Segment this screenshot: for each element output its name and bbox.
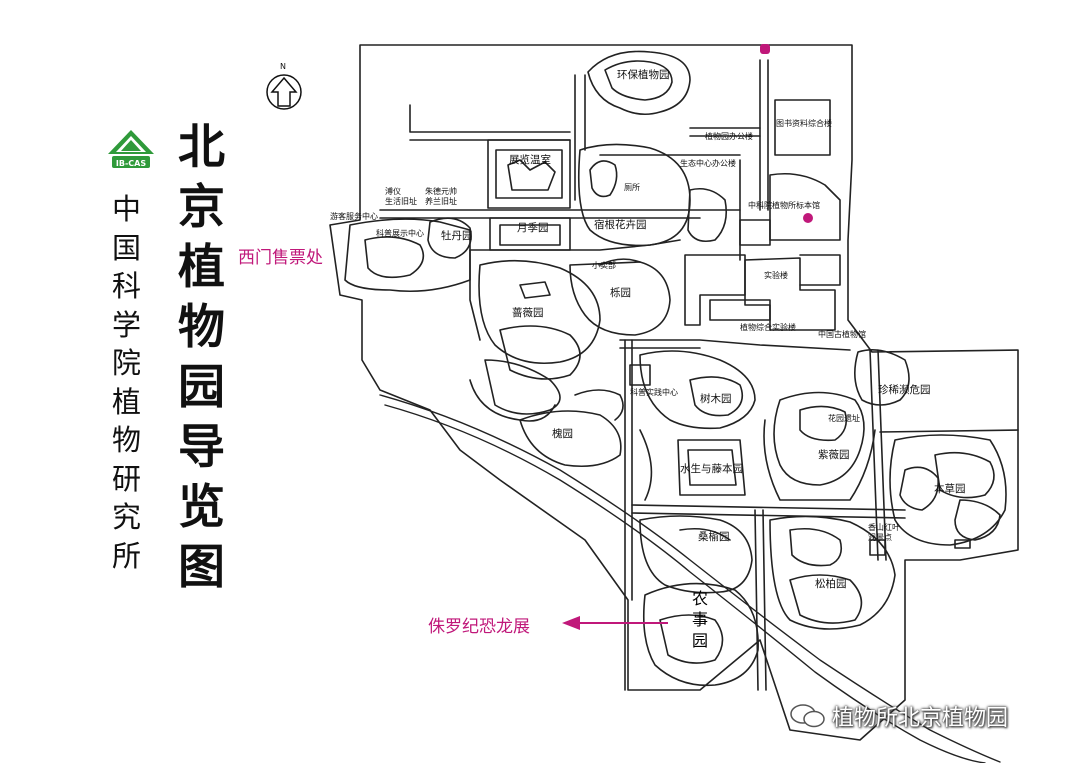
facility-eco-center: 生态中心办公楼: [680, 159, 736, 168]
vertical-char: 物: [178, 300, 225, 355]
facility-shop: 小卖部: [592, 261, 616, 270]
vertical-char: 究: [112, 500, 142, 534]
road: [619, 339, 851, 351]
garden-label-yueji: 月季园: [517, 222, 549, 234]
facility-science-center: 科普展示中心: [376, 229, 424, 238]
garden-label-bencao: 本草园: [934, 483, 966, 495]
river: [384, 404, 986, 763]
page-title: 北京植物园导览图: [178, 118, 225, 598]
road: [754, 509, 759, 691]
facility-institute: 中科院植物所标本馆: [748, 201, 820, 210]
vertical-char: 物: [112, 423, 142, 457]
vertical-char: 农: [691, 589, 708, 608]
garden-label-nongshi: 农事园: [688, 588, 712, 651]
garden-label-zhanlan: 展览温室: [509, 154, 551, 166]
garden-label-suligen: 宿根花卉园: [594, 219, 647, 231]
river: [379, 394, 1001, 763]
garden-label-huanbao: 环保植物园: [617, 69, 670, 81]
garden-label-shuisheng: 水生与藤本园: [680, 463, 743, 475]
garden-label-qiangwei: 蔷薇园: [512, 307, 544, 319]
facility-plant-lab: 植物综合实验楼: [740, 323, 796, 332]
wechat-icon: [790, 704, 825, 728]
road: [879, 429, 1019, 433]
vertical-char: 北: [178, 120, 225, 175]
garden-label-songbai: 松柏园: [815, 578, 847, 590]
facility-office: 植物园办公楼: [705, 132, 753, 141]
facility-science-practice: 科普实践中心: [630, 388, 678, 397]
vertical-char: 图: [178, 540, 225, 595]
vertical-char: 科: [112, 269, 142, 303]
vertical-char: 院: [112, 346, 142, 380]
ib-cas-logo: [108, 130, 154, 168]
road: [631, 512, 906, 519]
facility-puyi: 溥仪 生活旧址: [385, 187, 417, 206]
garden-label-rare: 珍稀濒危园: [878, 384, 931, 396]
vertical-char: 研: [112, 461, 142, 496]
facility-library: 图书资料综合楼: [776, 119, 832, 128]
vertical-char: 园: [178, 360, 225, 415]
organization-name: 中国科学院植物研究所: [112, 190, 141, 575]
facility-zhu-de: 朱德元帅 养兰旧址: [425, 187, 457, 206]
compass-label: N: [280, 62, 286, 71]
facility-hill-pavilion: 香山红叶 观景点: [868, 523, 900, 542]
facility-flower-pool: 花园遗址: [828, 414, 860, 423]
logo-text: IB-CAS: [115, 159, 147, 168]
park-boundary: [329, 44, 1019, 741]
garden-label-huaiyuan: 槐园: [552, 428, 573, 440]
dinosaur-arrow: [562, 616, 668, 630]
compass-icon: [266, 74, 302, 110]
vertical-char: 导: [178, 420, 225, 475]
vertical-char: 国: [112, 230, 142, 265]
facility-toilet: 厕所: [624, 183, 640, 192]
road: [869, 349, 879, 561]
facility-ancient-plant: 中国古植物馆: [818, 330, 866, 339]
vertical-char: 植: [112, 384, 142, 419]
garden-label-suoluo: 桑榆园: [698, 531, 730, 543]
vertical-char: 京: [178, 180, 225, 235]
gate-marker: [760, 44, 770, 54]
garden-label-liyuan: 栎园: [610, 287, 631, 299]
facility-lab: 实验楼: [764, 271, 788, 280]
road: [762, 509, 767, 691]
vertical-char: 植: [178, 240, 225, 295]
garden-label-ziwei: 紫薇园: [818, 449, 850, 461]
facility-visitor-center: 游客服务中心: [330, 212, 378, 221]
vertical-char: 所: [112, 538, 142, 573]
garden-label-shumu: 树木园: [700, 393, 732, 405]
vertical-char: 中: [112, 192, 142, 226]
garden-label-mudan: 牡丹园: [441, 230, 473, 242]
vertical-char: 园: [691, 631, 708, 650]
dinosaur-exhibit-label: 侏罗纪恐龙展: [428, 617, 530, 637]
west-gate-ticket-label: 西门售票处: [238, 248, 323, 268]
road: [877, 349, 887, 561]
watermark: 植物所北京植物园: [832, 706, 1009, 731]
institute-marker: [803, 213, 813, 223]
vertical-char: 览: [178, 480, 225, 535]
marker-dots: [760, 44, 813, 223]
road: [631, 504, 906, 511]
vertical-char: 学: [112, 307, 142, 342]
vertical-char: 事: [691, 610, 708, 629]
